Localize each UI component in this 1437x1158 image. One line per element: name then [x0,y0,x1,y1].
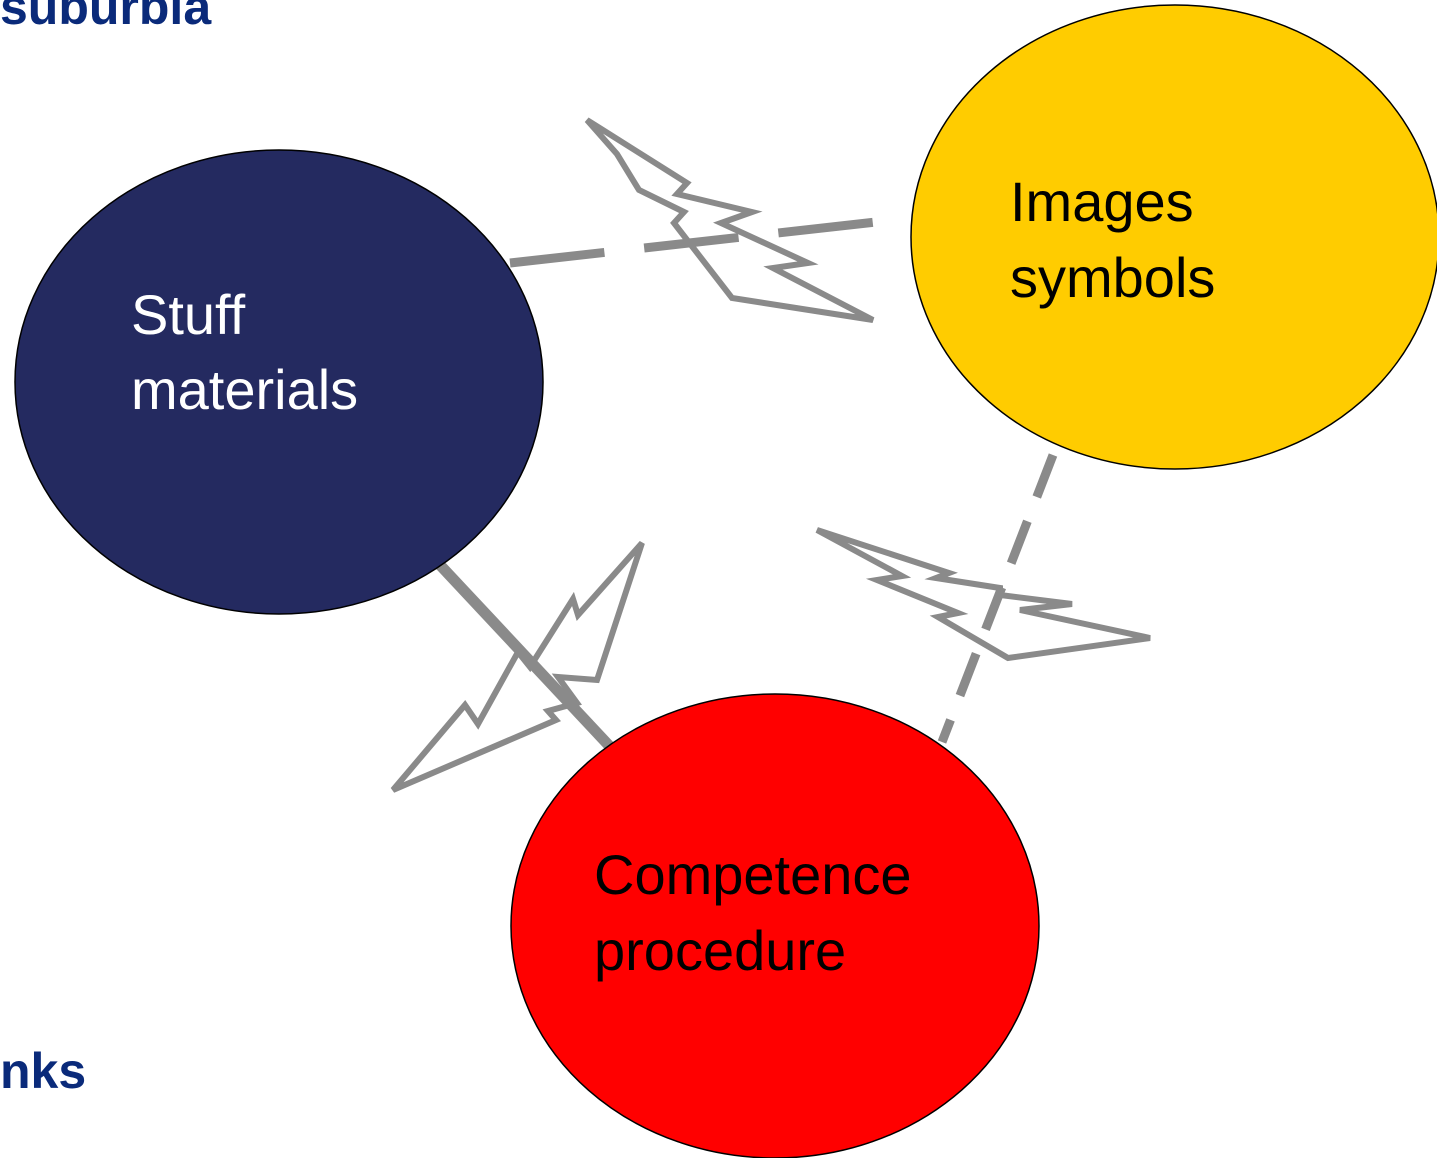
break-symbol-top [584,117,875,323]
node-images-line-2: symbols [1010,246,1215,309]
node-stuff-materials: Stuff materials [14,149,544,615]
node-images-circle [910,4,1437,470]
break-symbol-right [815,527,1151,662]
link-stuff-competence [435,561,620,756]
link-stuff-images [509,213,913,268]
node-competence-line-1: Competence [594,843,912,906]
node-competence-line-2: procedure [594,919,846,982]
node-competence-label: Competence procedure [594,843,927,982]
node-competence-circle [510,693,1040,1158]
node-competence-procedure: Competence procedure [510,693,1040,1158]
node-stuff-circle [14,149,544,615]
node-stuff-line-1: Stuff [131,283,246,346]
page-title-fragment: suburbia [0,0,212,35]
node-stuff-label: Stuff materials [131,283,358,421]
node-images-label: Images symbols [1010,170,1215,309]
link-images-competence [937,453,1058,744]
node-images-line-1: Images [1010,170,1194,233]
break-symbol-left [390,541,645,793]
node-images-symbols: Images symbols [910,4,1437,470]
node-stuff-line-2: materials [131,358,358,421]
bottom-heading-fragment: nks [0,1043,87,1099]
